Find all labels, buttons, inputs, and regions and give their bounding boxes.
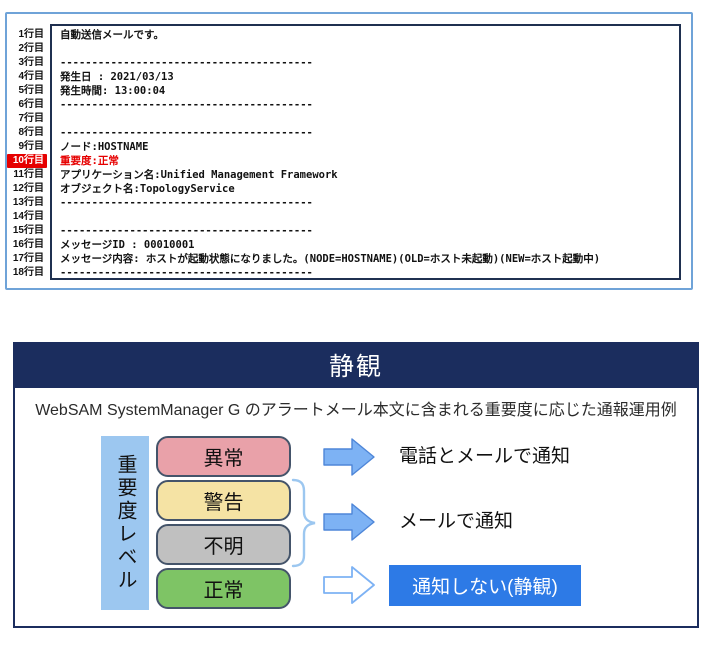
arrow-right-outline-icon <box>323 566 375 604</box>
mail-line: アプリケーション名:Unified Management Framework <box>60 169 338 181</box>
severity-badge-abnormal: 異常 <box>156 436 291 477</box>
seikan-diagram-panel: 静観 WebSAM SystemManager G のアラートメール本文に含まれ… <box>13 342 699 628</box>
line-number: 17行目 <box>12 253 44 264</box>
mail-line: ---------------------------------------- <box>60 127 313 139</box>
arrow-right-icon <box>323 503 375 541</box>
severity-axis: 重要度レベル <box>101 436 149 610</box>
line-number: 10行目 <box>7 154 47 168</box>
line-number: 7行目 <box>18 113 44 124</box>
line-number: 14行目 <box>12 211 44 222</box>
mail-line <box>60 210 679 224</box>
line-number: 2行目 <box>18 43 44 54</box>
line-number: 11行目 <box>13 169 44 180</box>
line-number: 18行目 <box>12 267 44 278</box>
severity-badge-unknown: 不明 <box>156 524 291 565</box>
diagram-title: 静観 <box>15 344 697 388</box>
line-number: 6行目 <box>18 99 44 110</box>
mail-line: ---------------------------------------- <box>60 267 313 279</box>
mail-line: ---------------------------------------- <box>60 225 313 237</box>
severity-badge-warning: 警告 <box>156 480 291 521</box>
mail-line: メッセージ内容: ホストが起動状態になりました。(NODE=HOSTNAME)(… <box>60 253 601 265</box>
mail-line: ノード:HOSTNAME <box>60 141 149 153</box>
line-number: 1行目 <box>18 29 44 40</box>
severity-badge-normal: 正常 <box>156 568 291 609</box>
mail-line: ---------------------------------------- <box>60 57 313 69</box>
arrow-right-icon <box>323 438 375 476</box>
mail-line <box>60 42 679 56</box>
line-number: 12行目 <box>12 183 44 194</box>
mail-line: メッセージID : 00010001 <box>60 239 195 251</box>
mail-line: 自動送信メールです。 <box>60 29 164 41</box>
mail-line: ---------------------------------------- <box>60 99 313 111</box>
action-label-phone-mail: 電話とメールで通知 <box>399 446 571 467</box>
mail-line <box>60 112 679 126</box>
mail-line: 重要度:正常 <box>60 155 119 167</box>
mail-line: ---------------------------------------- <box>60 197 313 209</box>
diagram-subtitle: WebSAM SystemManager G のアラートメール本文に含まれる重要… <box>35 402 677 419</box>
line-number: 5行目 <box>18 85 44 96</box>
line-number: 4行目 <box>18 71 44 82</box>
line-number: 9行目 <box>18 141 44 152</box>
brace-icon <box>291 478 316 568</box>
severity-axis-label: 重要度レベル <box>114 454 136 592</box>
action-label-no-notify: 通知しない(静観) <box>389 565 581 606</box>
mail-body: 自動送信メールです。 -----------------------------… <box>50 24 681 280</box>
mail-line: オブジェクト名:TopologyService <box>60 183 235 195</box>
action-label-mail: メールで通知 <box>399 511 514 532</box>
line-number: 8行目 <box>18 127 44 138</box>
line-number: 13行目 <box>12 197 44 208</box>
mail-line: 発生時間: 13:00:04 <box>60 85 166 97</box>
line-number: 3行目 <box>18 57 44 68</box>
line-number: 16行目 <box>12 239 44 250</box>
mail-line: 発生日 : 2021/03/13 <box>60 71 174 83</box>
line-number: 15行目 <box>12 225 44 236</box>
